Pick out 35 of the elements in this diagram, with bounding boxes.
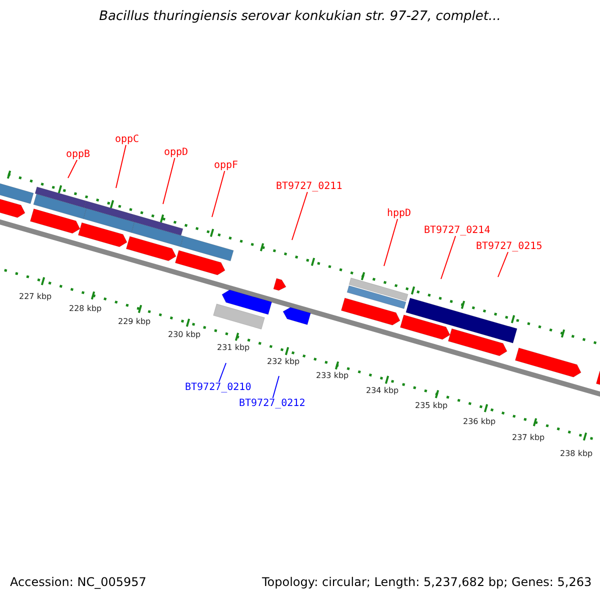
scale-label: 234 kbp	[366, 386, 399, 395]
leader-line	[272, 376, 280, 398]
leader-line	[116, 144, 126, 188]
scale-label: 231 kbp	[217, 343, 250, 352]
leader-line	[68, 160, 78, 178]
leader-line	[212, 170, 226, 218]
scale-label: 228 kbp	[69, 304, 102, 313]
gene-label: oppD	[164, 147, 188, 158]
scale-label: 237 kbp	[512, 433, 545, 442]
leader-line	[440, 236, 456, 280]
gene-label: BT9727_0210	[185, 382, 252, 393]
gene-label: BT9727_0212	[239, 398, 306, 409]
footer-text: Accession: NC_005957	[10, 575, 146, 589]
scale-label: 229 kbp	[118, 317, 151, 326]
leader-line	[292, 192, 308, 240]
chart-title: Bacillus thuringiensis serovar konkukian str. 97-27, complet...	[98, 9, 502, 25]
gene-label: BT9727_0215	[476, 241, 542, 252]
gene-label: BT9727_0211	[276, 181, 342, 192]
scale-label: 230 kbp	[168, 330, 201, 339]
gene-label: hppD	[387, 208, 412, 219]
scale-label: 233 kbp	[316, 371, 349, 380]
scale-label: 236 kbp	[463, 417, 496, 426]
leader-line	[218, 362, 226, 382]
gene-label: BT9727_0214	[424, 225, 490, 236]
scale-label: 232 kbp	[267, 357, 300, 366]
leader-line	[384, 218, 398, 266]
gene-label: oppC	[115, 134, 140, 145]
leader-line	[162, 158, 176, 204]
scale-label: 238 kbp	[560, 449, 593, 458]
gene-label: oppF	[214, 160, 238, 171]
gene-label: oppB	[66, 149, 90, 160]
scale-label: 235 kbp	[415, 401, 448, 410]
footer-text: Topology: circular; Length: 5,237,682 bp; Genes: 5,263	[262, 575, 592, 589]
scale-label: 227 kbp	[19, 292, 52, 301]
leader-line	[498, 252, 508, 278]
